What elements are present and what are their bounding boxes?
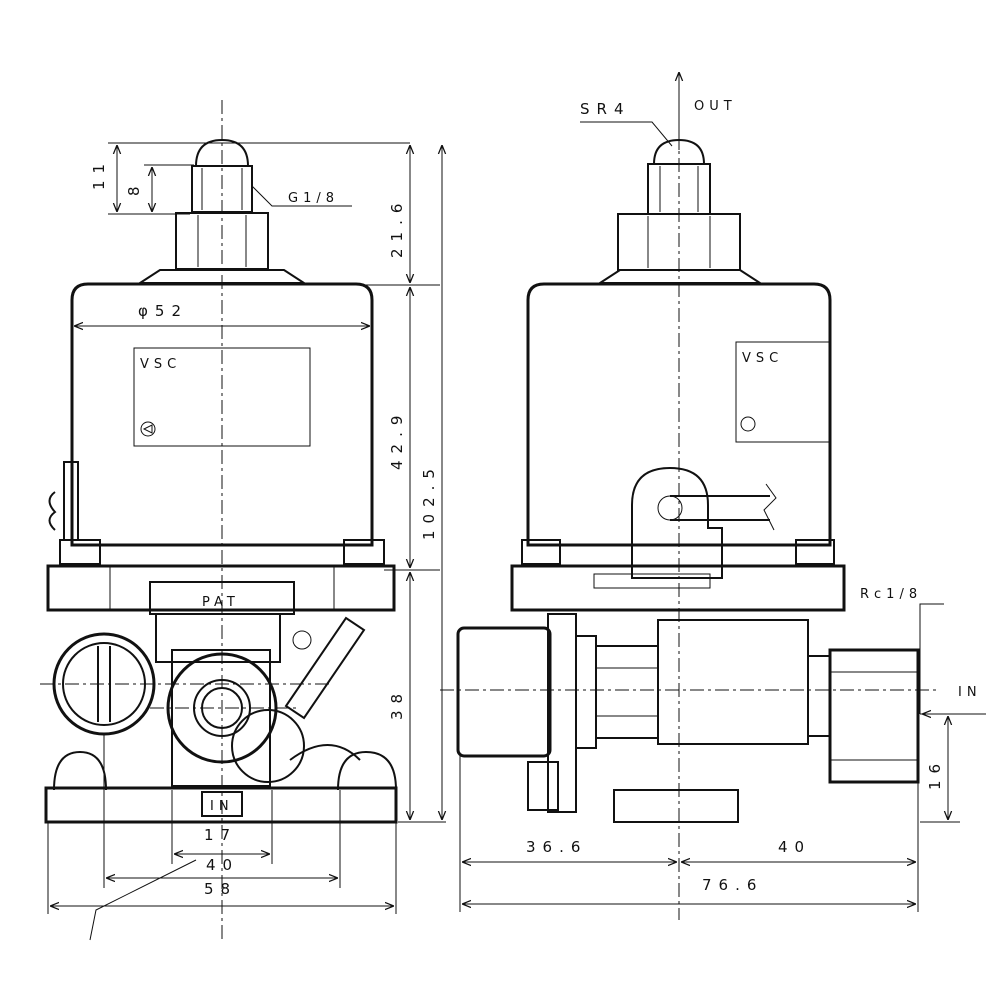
side-view [440, 72, 986, 920]
dim-76-6: 76.6 [702, 876, 763, 894]
thread-side-label: Rc1/8 [860, 587, 922, 602]
drawing-labels: 11 8 G1/8 21.6 φ52 VSC 42.9 102.5 PAT 38… [90, 99, 982, 898]
dim-8: 8 [125, 179, 143, 196]
dim-42-9: 42.9 [388, 409, 406, 470]
thread-top-label: G1/8 [288, 191, 339, 206]
dim-phi-52: φ52 [138, 302, 188, 320]
dim-16: 16 [926, 757, 944, 790]
dim-38: 38 [388, 687, 406, 720]
dim-40-left: 40 [206, 856, 239, 874]
dim-sr4: SR4 [580, 100, 631, 118]
dim-21-6: 21.6 [388, 197, 406, 258]
out-label: OUT [694, 99, 737, 114]
dim-40-right: 40 [778, 838, 811, 856]
side-dimensions [459, 121, 960, 912]
front-view [40, 100, 398, 940]
in-base-label: IN [210, 799, 234, 814]
pat-label: PAT [202, 595, 240, 610]
front-dimensions [47, 142, 446, 941]
brand-side: VSC [742, 351, 783, 366]
dim-102-5: 102.5 [420, 462, 438, 540]
dim-17: 17 [204, 826, 237, 844]
dim-36-6: 36.6 [526, 838, 587, 856]
in-side-label: IN [958, 685, 982, 700]
dim-58: 58 [204, 880, 237, 898]
brand-front: VSC [140, 357, 181, 372]
dim-11: 11 [90, 157, 108, 190]
